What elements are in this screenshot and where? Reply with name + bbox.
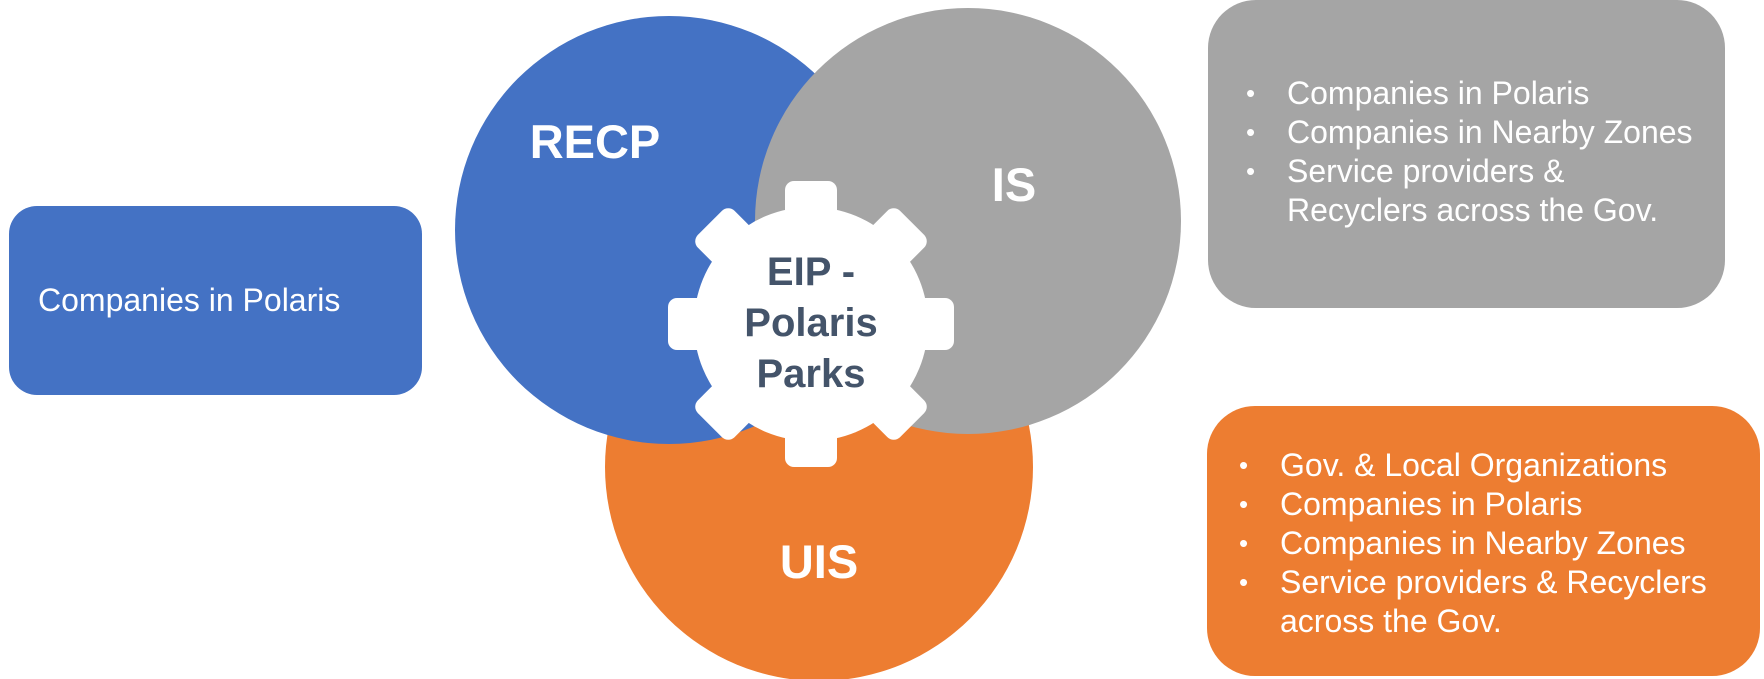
is-stakeholder-box: Companies in Polaris Companies in Nearby… [1208,0,1725,308]
center-label-line2: Polaris [744,301,877,345]
gear-icon [668,181,954,467]
recp-stakeholder-text: Companies in Polaris [38,282,341,318]
is-label: IS [992,158,1036,211]
recp-label: RECP [530,115,661,168]
recp-stakeholder-box: Companies in Polaris [9,206,422,395]
list-item: Companies in Nearby Zones [1246,113,1705,152]
center-label-line3: Parks [757,352,866,396]
uis-label: UIS [780,535,858,588]
list-item: Companies in Polaris [1239,485,1740,524]
is-stakeholder-list: Companies in Polaris Companies in Nearby… [1246,74,1705,230]
list-item: Gov. & Local Organizations [1239,446,1740,485]
list-item: Companies in Polaris [1246,74,1705,113]
uis-stakeholder-list: Gov. & Local Organizations Companies in … [1239,446,1740,641]
center-label-line1: EIP - [767,250,855,294]
list-item: Service providers & Recyclers across the… [1246,152,1705,230]
uis-stakeholder-box: Gov. & Local Organizations Companies in … [1207,406,1760,676]
list-item: Service providers & Recyclers across the… [1239,563,1740,641]
list-item: Companies in Nearby Zones [1239,524,1740,563]
